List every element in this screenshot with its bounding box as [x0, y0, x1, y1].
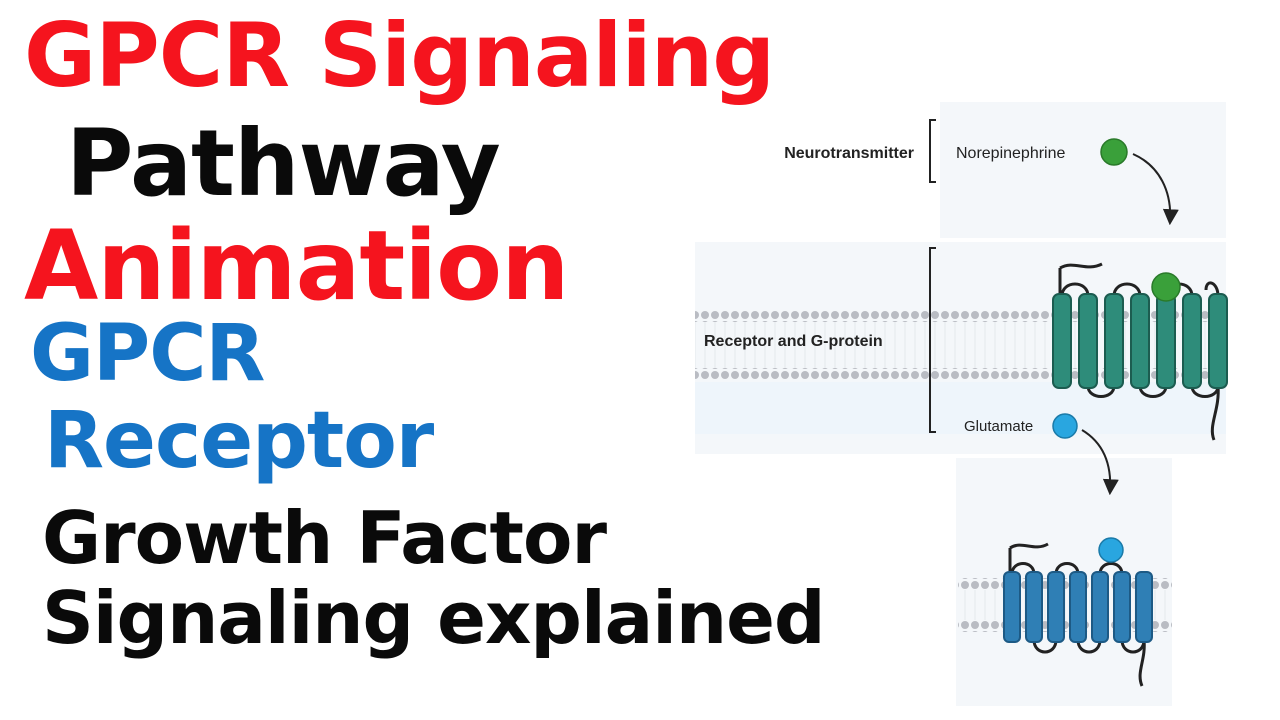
title-line-pathway: Pathway: [66, 110, 501, 217]
arrow-icon: [1081, 429, 1119, 496]
title-line-signaling-explained: Signaling explained: [42, 576, 826, 660]
gpcr-diagram: Neurotransmitter Norepinephrine Receptor…: [695, 102, 1228, 706]
norepinephrine-ligand-icon: [1151, 272, 1181, 302]
bracket-icon: [929, 247, 936, 433]
norepinephrine-ligand-icon: [1100, 138, 1128, 166]
glutamate-ligand-icon: [1098, 537, 1124, 563]
norepinephrine-label: Norepinephrine: [956, 145, 1066, 162]
title-line-gpcr-signaling: GPCR Signaling: [24, 4, 775, 107]
title-line-gpcr: GPCR: [30, 309, 265, 399]
glutamate-label: Glutamate: [964, 418, 1033, 435]
title-line-growth-factor: Growth Factor: [42, 496, 607, 580]
receptor-icon: [1003, 537, 1153, 687]
arrow-icon: [1132, 153, 1179, 226]
title-line-animation: Animation: [24, 210, 569, 322]
receptor-label: Receptor and G-protein: [704, 333, 883, 350]
top-panel: [940, 102, 1226, 238]
neurotransmitter-label: Neurotransmitter: [784, 145, 914, 162]
receptor-icon: [1052, 262, 1228, 441]
bracket-icon: [929, 119, 936, 183]
title-line-receptor: Receptor: [44, 396, 434, 486]
glutamate-ligand-icon: [1052, 413, 1078, 439]
